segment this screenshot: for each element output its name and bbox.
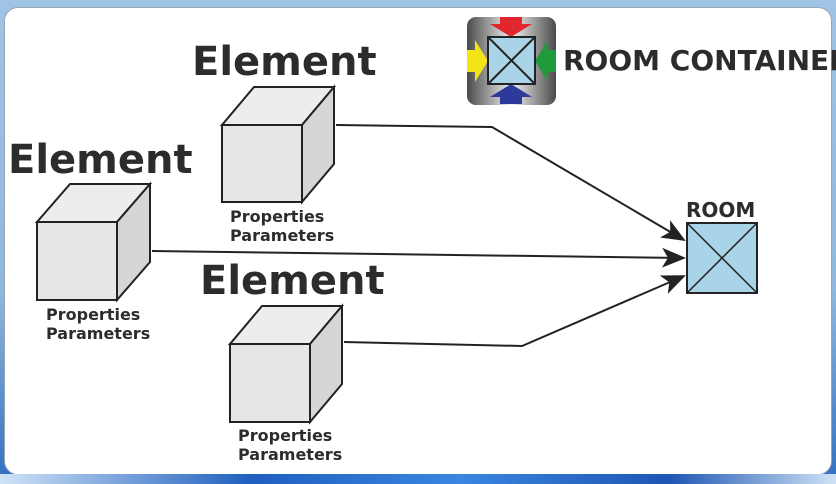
connector-c-to-room (343, 275, 686, 348)
taskbar-glow (0, 474, 836, 484)
element-parameters-a: Parameters (230, 226, 334, 245)
room-label: ROOM (686, 198, 755, 222)
element-title-c: Element (200, 258, 385, 304)
cube-icon-b (34, 181, 153, 303)
element-title-b: Element (8, 137, 193, 183)
cube-icon-c (227, 303, 345, 425)
room-container-title: ROOM CONTAINER (563, 44, 836, 77)
element-parameters-c: Parameters (238, 445, 342, 464)
element-title-a: Element (192, 39, 377, 85)
room-icon (686, 222, 758, 294)
element-parameters-b: Parameters (46, 324, 150, 343)
element-properties-c: Properties (238, 426, 332, 445)
element-properties-b: Properties (46, 305, 140, 324)
room-container-icon (467, 17, 556, 105)
cube-icon-a (219, 84, 337, 205)
connector-b-to-room (151, 247, 686, 268)
element-properties-a: Properties (230, 207, 324, 226)
connector-a-to-room (335, 124, 686, 242)
